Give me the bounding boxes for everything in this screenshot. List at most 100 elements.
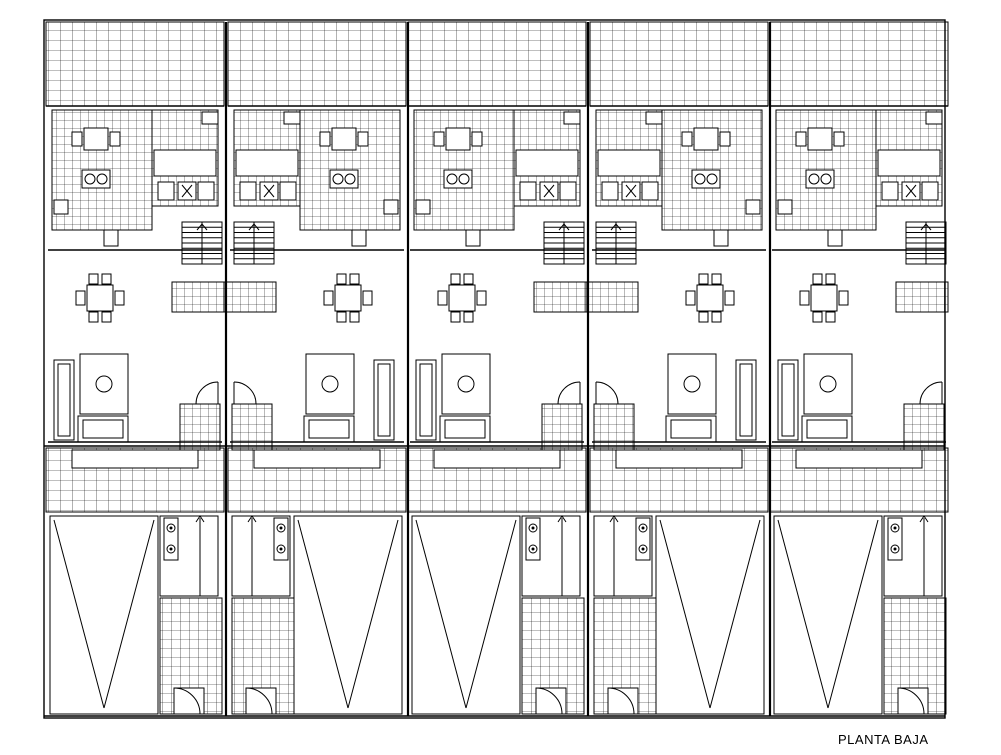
cooktop [525,517,541,561]
entrance-hall [593,403,635,451]
kitchen-table [331,127,357,151]
bidet [559,181,577,201]
rear-patio-paving [227,21,407,107]
planter [615,449,743,469]
staircase [181,221,223,265]
toilet [519,181,537,201]
housing-unit [585,21,772,716]
kitchen-table [445,127,471,151]
fridge [827,229,843,247]
corridor [515,149,579,177]
service-strip [521,515,581,597]
rear-patio-paving [589,21,769,107]
planter [71,449,199,469]
kitchen-sink [443,169,473,189]
staircase [595,221,637,265]
stair-landing [533,281,587,313]
kitchen-table [693,127,719,151]
bidet [279,181,297,201]
kitchen-sink [691,169,721,189]
bidet [197,181,215,201]
dining-table [437,273,487,323]
rear-patio-paving [407,21,587,107]
stair-landing [223,281,277,313]
entrance-hall [179,403,221,451]
living-room-furniture [777,353,853,443]
cooktop [273,517,289,561]
toilet [239,181,257,201]
corridor [235,149,299,177]
water-heater [563,111,581,125]
door-swing [919,381,943,405]
parking-space [655,515,765,715]
cooktop [887,517,903,561]
housing-unit [769,21,949,715]
fridge [713,229,729,247]
rear-patio-paving [769,21,949,107]
appliance [777,199,793,215]
fridge [103,229,119,247]
rear-patio-paving [45,21,225,107]
planter [253,449,381,469]
door-swing [245,687,273,715]
bidet [641,181,659,201]
living-room-furniture [665,353,757,443]
stair-landing [895,281,949,313]
kitchen-sink [805,169,835,189]
door-swing [557,381,581,405]
kitchen-table [83,127,109,151]
planter [433,449,561,469]
parking-space [293,515,403,715]
stair-landing [171,281,225,313]
door-swing [897,687,925,715]
dining-table [75,273,125,323]
living-room-furniture [53,353,129,443]
appliance [53,199,69,215]
building-outline [43,19,946,719]
staircase [905,221,947,265]
stair-landing [585,281,639,313]
parking-space [773,515,883,715]
cooktop [163,517,179,561]
water-heater [201,111,219,125]
door-swing [595,381,619,405]
living-room-furniture [415,353,491,443]
dining-table [685,273,735,323]
dining-table [799,273,849,323]
appliance [383,199,399,215]
fridge [351,229,367,247]
bidet [921,181,939,201]
entrance-hall [541,403,583,451]
water-heater [925,111,943,125]
door-swing [607,687,635,715]
door-swing [535,687,563,715]
toilet [157,181,175,201]
appliance [745,199,761,215]
kitchen-table [807,127,833,151]
cooktop [635,517,651,561]
parking-space [411,515,521,715]
drawing-title: PLANTA BAJA [838,732,929,747]
kitchen-sink [81,169,111,189]
water-heater [645,111,663,125]
service-strip [159,515,219,597]
dining-table [323,273,373,323]
corridor [877,149,941,177]
housing-unit [45,21,228,716]
entrance-hall [903,403,945,451]
door-swing [173,687,201,715]
corridor [153,149,217,177]
service-strip [883,515,943,597]
door-swing [233,381,257,405]
fridge [465,229,481,247]
door-swing [195,381,219,405]
living-room-furniture [303,353,395,443]
toilet [601,181,619,201]
appliance [415,199,431,215]
housing-unit [407,21,590,716]
parking-space [49,515,159,715]
toilet [881,181,899,201]
water-heater [283,111,301,125]
staircase [233,221,275,265]
